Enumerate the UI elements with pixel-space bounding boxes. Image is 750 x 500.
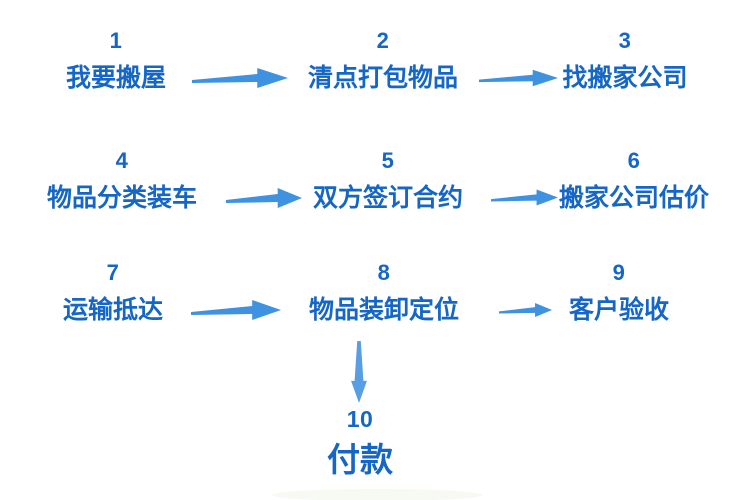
step-9-number: 9 bbox=[612, 260, 626, 285]
arrow-down-icon bbox=[351, 341, 367, 403]
arrow-right-icon bbox=[191, 300, 281, 320]
step-5-number: 5 bbox=[381, 148, 395, 173]
step-3-number: 3 bbox=[618, 28, 632, 53]
step-2: 2 清点打包物品 bbox=[263, 26, 503, 94]
arrow-right-shape bbox=[226, 188, 302, 208]
step-7-number: 7 bbox=[106, 260, 120, 285]
step-3-label: 找搬家公司 bbox=[562, 64, 688, 92]
arrow-right-icon bbox=[226, 188, 302, 208]
step-3: 3 找搬家公司 bbox=[505, 26, 745, 94]
step-8: 8 物品装卸定位 bbox=[264, 258, 504, 326]
step-6-number: 6 bbox=[627, 148, 641, 173]
step-6: 6 搬家公司估价 bbox=[514, 146, 750, 214]
step-6-label: 搬家公司估价 bbox=[558, 184, 709, 212]
step-4: 4 物品分类装车 bbox=[2, 146, 242, 214]
step-1-label: 我要搬屋 bbox=[65, 64, 166, 92]
arrow-right-shape bbox=[191, 300, 281, 320]
arrow-right-icon bbox=[491, 189, 558, 206]
step-1: 1 我要搬屋 bbox=[0, 26, 236, 94]
step-5-label: 双方签订合约 bbox=[312, 184, 463, 212]
arrow-right-icon bbox=[499, 302, 552, 318]
step-10-label: 付款 bbox=[327, 441, 393, 478]
arrow-right-shape bbox=[192, 68, 288, 88]
step-10: 10 付款 bbox=[240, 404, 480, 480]
step-7-label: 运输抵达 bbox=[62, 296, 163, 324]
step-7: 7 运输抵达 bbox=[0, 258, 233, 326]
step-9: 9 客户验收 bbox=[499, 258, 739, 326]
step-4-number: 4 bbox=[115, 148, 129, 173]
step-4-label: 物品分类装车 bbox=[46, 184, 197, 212]
step-2-label: 清点打包物品 bbox=[307, 64, 458, 92]
step-8-label: 物品装卸定位 bbox=[308, 296, 459, 324]
step-9-label: 客户验收 bbox=[568, 296, 669, 324]
step-5: 5 双方签订合约 bbox=[268, 146, 508, 214]
arrow-right-shape bbox=[479, 69, 558, 87]
step-8-number: 8 bbox=[377, 260, 391, 285]
step-2-number: 2 bbox=[376, 28, 390, 53]
step-10-number: 10 bbox=[346, 406, 374, 432]
arrow-right-icon bbox=[192, 68, 288, 88]
step-1-number: 1 bbox=[109, 28, 123, 53]
arrow-down-shape bbox=[351, 341, 367, 403]
bottom-edge-artifact bbox=[272, 489, 482, 500]
arrow-right-icon bbox=[479, 69, 558, 87]
arrow-right-shape bbox=[499, 302, 552, 318]
arrow-right-shape bbox=[491, 189, 558, 206]
